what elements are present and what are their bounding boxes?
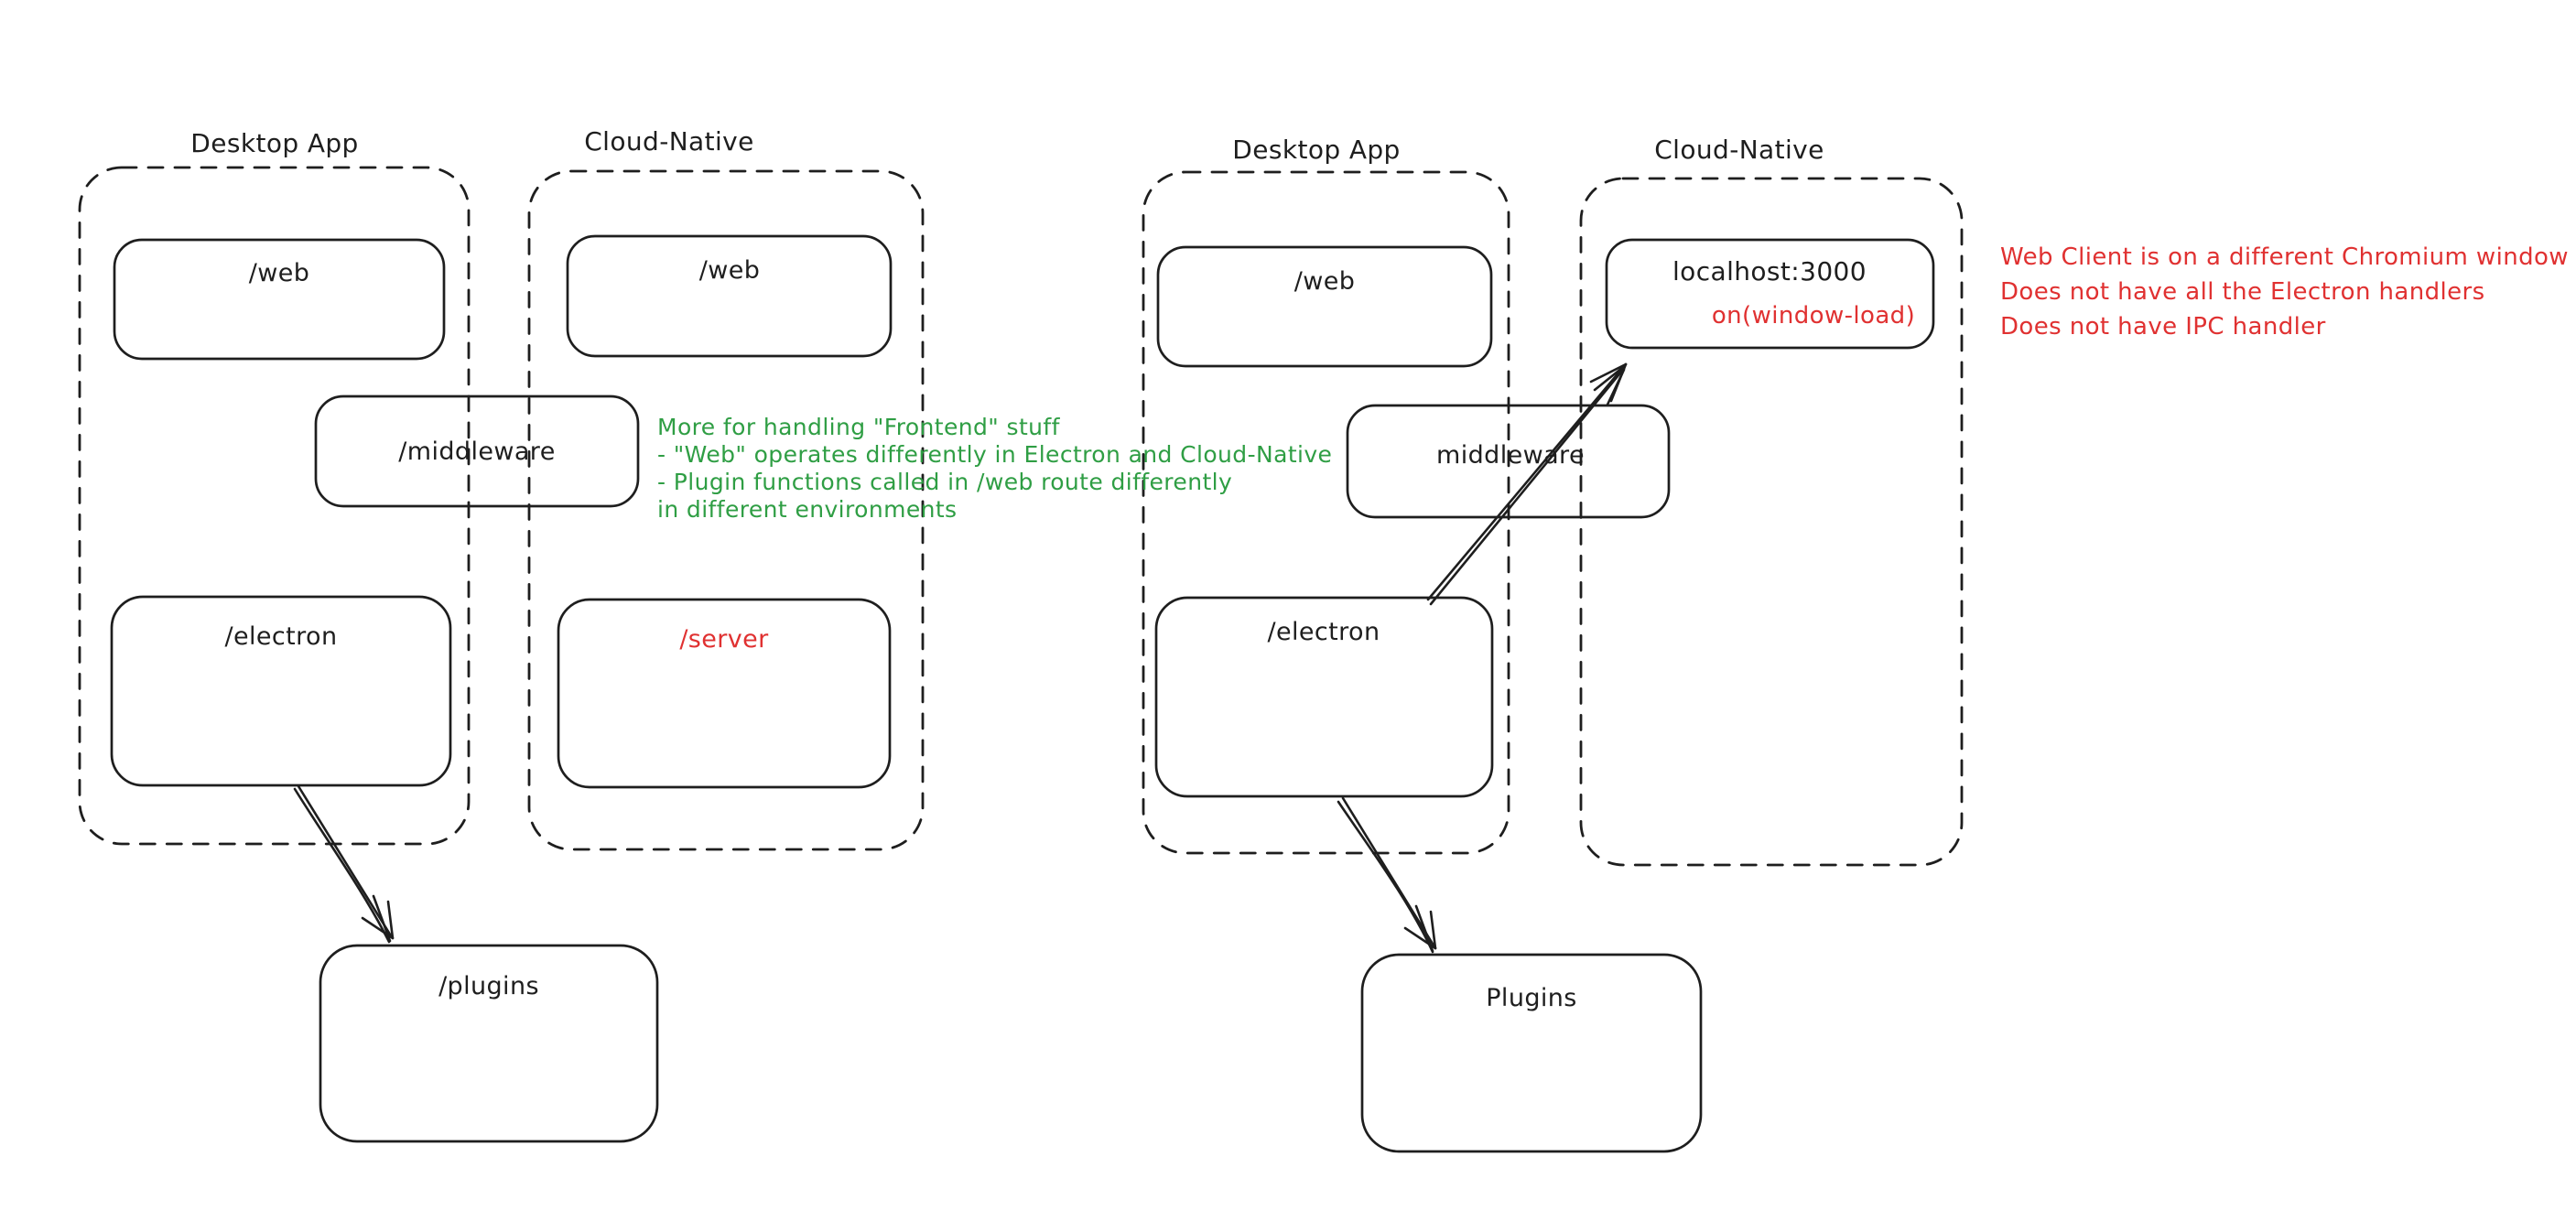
label-plugins-left: /plugins	[438, 972, 539, 1000]
label-web-cloud-left: /web	[698, 256, 761, 285]
green-note-line-4: in different environments	[657, 496, 958, 523]
box-plugins-left	[319, 944, 659, 1143]
green-note-line-2: - "Web" operates differently in Electron…	[657, 441, 1333, 468]
label-localhost: localhost:3000	[1672, 256, 1867, 286]
group-label-desktop-right: Desktop App	[1232, 135, 1401, 165]
red-note-line-2: Does not have all the Electron handlers	[2000, 278, 2485, 306]
label-electron-right: /electron	[1267, 618, 1380, 646]
container-cloud-left	[527, 169, 925, 851]
container-desktop-right	[1142, 170, 1510, 855]
green-note-line-1: More for handling "Frontend" stuff	[657, 414, 1060, 440]
group-label-cloud-left: Cloud-Native	[584, 126, 754, 157]
container-cloud-right	[1579, 177, 1964, 867]
box-middleware-left	[314, 394, 640, 508]
box-middleware-right	[1346, 404, 1671, 519]
box-web-cloud-left	[566, 234, 893, 358]
box-electron-right	[1154, 596, 1494, 798]
green-note-line-3: - Plugin functions called in /web route …	[657, 469, 1233, 495]
label-localhost-event: on(window-load)	[1711, 302, 1916, 330]
red-note: Web Client is on a different Chromium wi…	[2000, 240, 2569, 344]
arrow-electron-to-plugins-left	[293, 784, 395, 944]
group-label-cloud-right: Cloud-Native	[1654, 135, 1824, 165]
label-middleware-left: /middleware	[398, 438, 556, 466]
box-electron-left	[110, 595, 452, 787]
box-plugins-right	[1360, 953, 1703, 1153]
label-electron-left: /electron	[224, 622, 338, 651]
label-server: /server	[679, 625, 769, 654]
label-web-desktop-left: /web	[248, 259, 310, 287]
red-note-line-3: Does not have IPC handler	[2000, 313, 2326, 340]
box-web-desktop-left	[113, 238, 446, 361]
box-server	[557, 598, 892, 789]
box-localhost	[1605, 238, 1935, 350]
green-note: More for handling "Frontend" stuff - "We…	[657, 414, 1332, 524]
label-middleware-right: middleware	[1436, 441, 1585, 470]
arrow-electron-to-localhost	[1426, 362, 1628, 606]
label-plugins-right: Plugins	[1486, 984, 1577, 1012]
red-note-line-1: Web Client is on a different Chromium wi…	[2000, 243, 2569, 271]
box-web-right	[1156, 245, 1493, 368]
group-label-desktop-left: Desktop App	[190, 128, 359, 158]
label-web-right: /web	[1293, 267, 1356, 296]
arrow-electron-to-plugins-right	[1337, 796, 1437, 954]
